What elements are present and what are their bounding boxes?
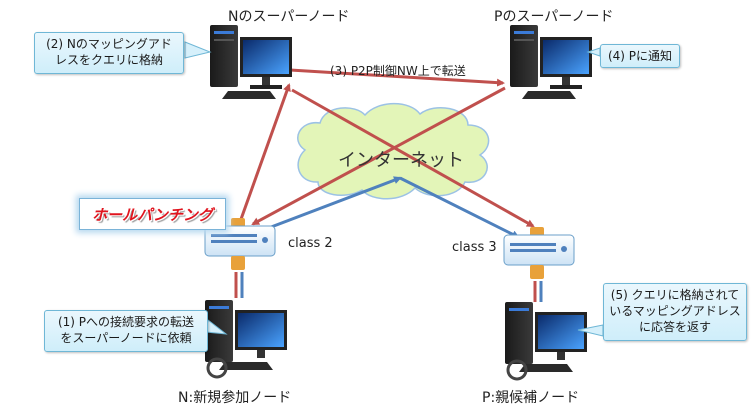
router-class3 — [503, 227, 575, 279]
class2-label: class 2 — [288, 236, 333, 251]
arrow-supern-to-superp — [289, 68, 505, 87]
supernode-p-label: Pのスーパーノード — [494, 9, 614, 25]
arrow-superp-to-router2 — [251, 86, 506, 226]
supernode-n-label: Nのスーパーノード — [228, 9, 350, 25]
step2-line1: (2) Nのマッピングアド — [46, 37, 172, 51]
arrow-router2-to-supern — [238, 83, 291, 223]
router-class2 — [204, 218, 276, 270]
step1-line2: をスーパーノードに依頼 — [60, 331, 192, 345]
red-arrows — [238, 68, 535, 228]
class3-label: class 3 — [452, 240, 497, 255]
lan-links — [234, 272, 543, 302]
callout-step2: (2) Nのマッピングアド レスをクエリに格納 — [34, 32, 184, 74]
arrow-router2-to-internet — [257, 176, 402, 234]
callout-step1: (1) Pへの接続要求の転送 をスーパーノードに依頼 — [44, 310, 208, 352]
step1-line1: (1) Pへの接続要求の転送 — [57, 315, 195, 329]
step3-label: (3) P2P制御NW上で転送 — [330, 64, 466, 78]
step5-line3: に応答を返す — [638, 320, 711, 334]
callout-tails — [184, 41, 604, 337]
callout-step4: (4) Pに通知 — [600, 44, 680, 68]
internet-label: インターネット — [338, 150, 464, 171]
supernode-p-computer — [510, 25, 592, 99]
arrow-internet-to-router3 — [399, 176, 520, 239]
blue-arrows — [257, 176, 520, 239]
node-p-computer — [505, 302, 587, 381]
node-n-label: N:新規参加ノード — [178, 390, 292, 406]
step2-line2: レスをクエリに格納 — [54, 53, 163, 67]
arrow-supern-to-router3 — [291, 88, 535, 228]
supernode-n-computer — [210, 25, 292, 99]
hole-punching-label: ホールパンチング — [92, 206, 213, 224]
step4-text: (4) Pに通知 — [607, 49, 673, 63]
node-p-label: P:親候補ノード — [482, 390, 580, 406]
step5-line1: (5) クエリに格納されて — [610, 288, 740, 302]
callout-step5: (5) クエリに格納されて いるマッピングアドレス に応答を返す — [603, 283, 747, 341]
hole-punching-badge: ホールパンチング — [79, 198, 226, 230]
node-n-computer — [205, 300, 287, 379]
step5-line2: いるマッピングアドレス — [609, 304, 741, 318]
